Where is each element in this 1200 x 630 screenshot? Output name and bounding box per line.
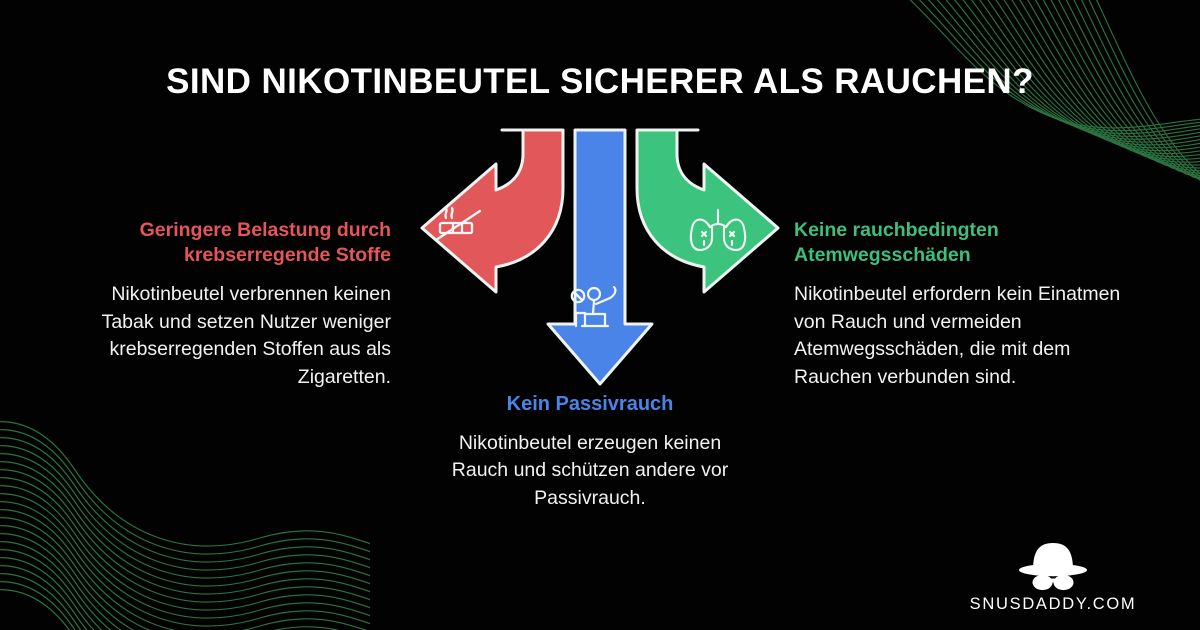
column-center-heading: Kein Passivrauch xyxy=(506,393,674,415)
page-title: SIND NIKOTINBEUTEL SICHERER ALS RAUCHEN? xyxy=(166,62,1034,101)
column-right-body: Nikotinbeutel erfordern kein Einatmen vo… xyxy=(794,282,1121,388)
column-right-heading: Keine rauchbedingten Atemwegsschäden xyxy=(794,219,999,266)
bowler-hat-sunglasses-icon xyxy=(1019,543,1087,591)
lungs-icon xyxy=(689,208,747,252)
arrow-right-green xyxy=(635,128,780,294)
no-secondhand-smoke-icon xyxy=(570,285,617,328)
arrow-down-blue xyxy=(546,128,654,386)
wave-mesh-bottom-left-icon xyxy=(0,421,370,630)
no-smoking-icon xyxy=(434,206,482,242)
column-left-body: Nikotinbeutel verbrennen keinen Tabak un… xyxy=(101,282,391,388)
column-right: Keine rauchbedingten Atemwegsschäden Nik… xyxy=(794,218,1124,392)
arrow-left-red xyxy=(420,128,565,294)
arrows-diagram xyxy=(420,128,780,386)
column-center: Kein Passivrauch Nikotinbeutel erzeugen … xyxy=(430,392,750,513)
brand-logo-text: SNUSDADDY.COM xyxy=(969,595,1137,613)
brand-logo: SNUSDADDY.COM xyxy=(962,537,1144,614)
column-left: Geringere Belastung durch krebserregende… xyxy=(56,218,391,392)
wave-mesh-top-right-icon xyxy=(909,0,1200,181)
column-left-heading: Geringere Belastung durch krebserregende… xyxy=(139,219,391,266)
column-center-body: Nikotinbeutel erzeugen keinen Rauch und … xyxy=(451,431,729,509)
